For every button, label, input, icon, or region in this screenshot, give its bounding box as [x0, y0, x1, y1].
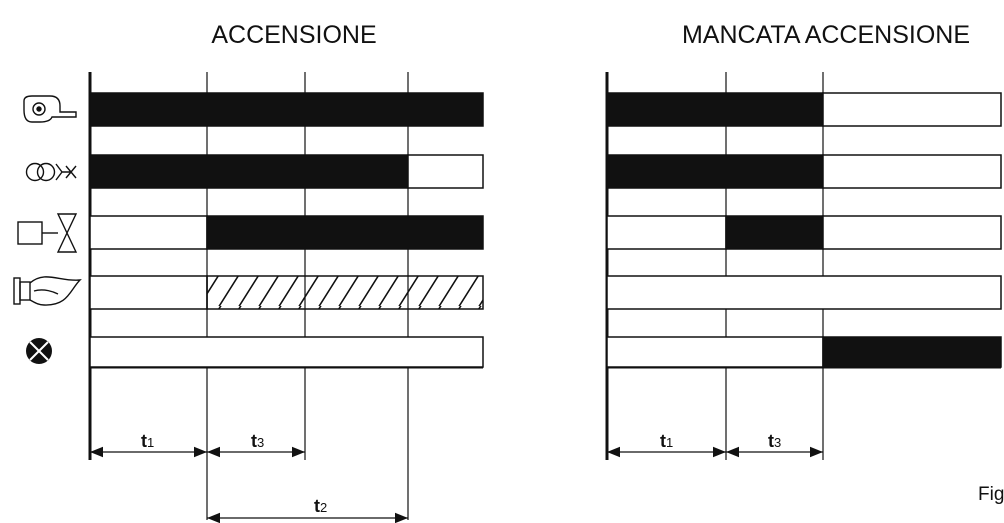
bar-fan-on	[89, 92, 484, 127]
bar-valve-off-right-a	[606, 215, 727, 250]
bar-ignition-off-right	[822, 154, 1002, 189]
bar-fan-on-right	[606, 92, 824, 127]
panel-mancata-accensione	[605, 72, 1002, 460]
label-t1-right: t1	[660, 431, 673, 451]
panel-title-accensione: ACCENSIONE	[211, 21, 376, 49]
label-t2: t2	[314, 496, 327, 516]
label-t1-left: t1	[141, 431, 154, 451]
lockout-lamp-icon	[26, 338, 52, 364]
bar-valve-on-right	[725, 215, 824, 250]
label-t3-right: t3	[768, 431, 781, 451]
bar-flame-off-right	[606, 275, 1002, 310]
bar-flame-hatched	[206, 275, 484, 310]
bar-valve-on	[206, 215, 484, 250]
bar-valve-off-right-b	[822, 215, 1002, 250]
bar-ignition-on-right	[606, 154, 824, 189]
bar-valve-off	[89, 215, 208, 250]
bar-ignition-off	[407, 154, 484, 189]
label-t3-left: t3	[251, 431, 264, 451]
bar-ignition-on	[89, 154, 409, 189]
bar-lockout-off-right	[606, 336, 824, 368]
figure-reference: Fig	[978, 484, 1004, 505]
fuel-valve-icon	[17, 213, 78, 253]
fan-motor-icon	[23, 95, 77, 123]
bar-fan-off-right	[822, 92, 1002, 127]
bar-flame-off	[89, 275, 208, 310]
bar-lockout-on-right	[822, 336, 1002, 368]
flame-icon	[13, 276, 82, 306]
panel-title-mancata-accensione: MANCATA ACCENSIONE	[682, 21, 970, 49]
panel-accensione	[88, 72, 484, 523]
bar-lockout-off	[89, 336, 484, 368]
ignition-transformer-icon	[25, 162, 77, 182]
